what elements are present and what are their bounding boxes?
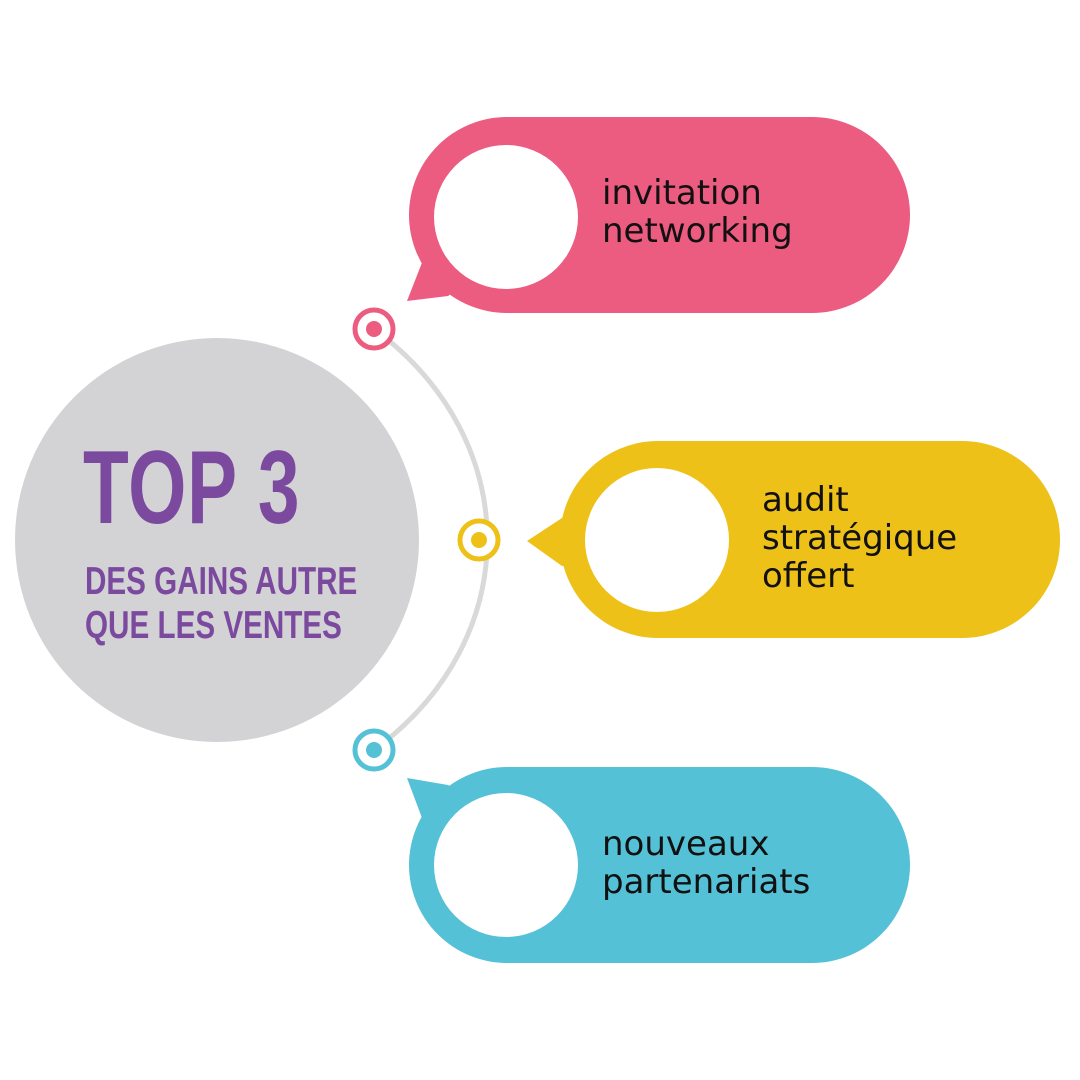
subtitle-line-2: QUE LES VENTES [85,604,342,647]
item-label-2: audit stratégique offert [762,481,957,595]
bubble-3-inner-circle [434,793,578,937]
item-label-1: invitation networking [602,174,793,250]
item-2-line-3: offert [762,556,855,596]
bubble-3 [407,767,910,963]
title-circle [15,338,419,742]
marker-3 [352,728,396,772]
subtitle-line-1: DES GAINS AUTRE [85,560,358,603]
item-1-line-2: networking [602,211,793,251]
item-3-line-2: partenariats [602,862,811,902]
item-2-line-2: stratégique [762,518,958,558]
subtitle: DES GAINS AUTRE QUE LES VENTES [85,560,357,648]
title: TOP 3 [83,430,301,546]
marker-1-dot [366,321,382,337]
bubble-3-tail [407,778,472,826]
bubble-2-tail [527,518,590,566]
item-2-line-1: audit [762,480,849,520]
marker-3-dot [366,742,382,758]
bubble-1-tail [407,255,472,301]
item-3-line-1: nouveaux [602,824,770,864]
bubble-1-inner-circle [434,145,578,289]
bubble-1 [407,117,910,313]
bubble-2-inner-circle [585,468,729,612]
bubble-2 [527,441,1060,638]
item-label-3: nouveaux partenariats [602,825,810,901]
marker-2-dot [471,532,487,548]
item-1-line-1: invitation [602,173,762,213]
marker-2 [457,518,501,562]
marker-1 [352,307,396,351]
